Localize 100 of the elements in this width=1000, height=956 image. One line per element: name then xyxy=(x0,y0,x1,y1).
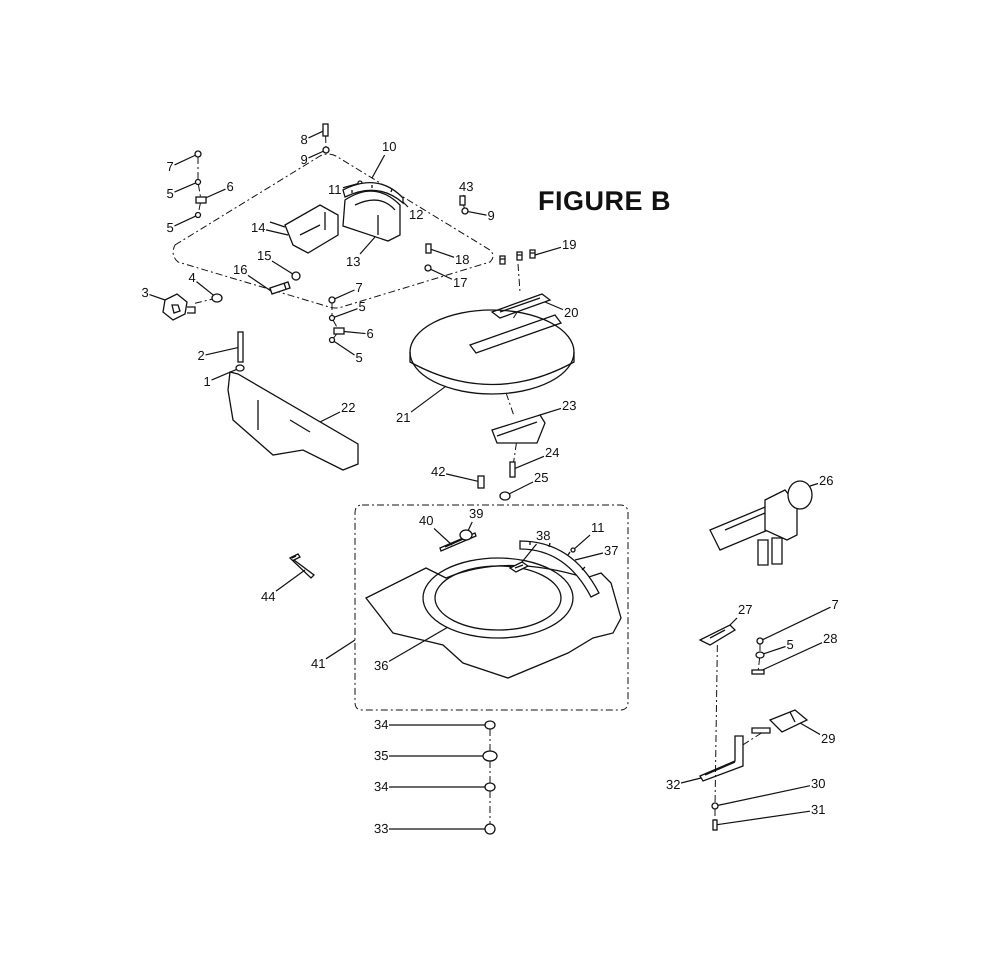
bracket xyxy=(698,624,736,646)
leader-line xyxy=(389,724,485,726)
leader-line xyxy=(360,236,376,254)
washer xyxy=(194,178,202,186)
leader-line xyxy=(320,411,340,423)
screw xyxy=(509,461,516,478)
insert-plate xyxy=(491,414,546,444)
leader-line xyxy=(762,642,822,671)
figure-title: FIGURE B xyxy=(538,186,672,217)
callout-number: 7 xyxy=(166,160,174,174)
callout-number: 26 xyxy=(819,474,834,488)
leader-line xyxy=(762,606,831,640)
leader-line xyxy=(211,368,237,381)
leader-line xyxy=(716,810,810,826)
nut xyxy=(484,823,496,835)
fence xyxy=(227,371,359,471)
callout-number: 18 xyxy=(455,253,470,267)
callout-number: 33 xyxy=(374,822,388,836)
callout-number: 21 xyxy=(396,411,410,425)
leader-line xyxy=(534,246,562,256)
callout-number: 12 xyxy=(409,208,424,222)
leader-line xyxy=(402,202,408,208)
leader-line xyxy=(334,308,358,318)
knob xyxy=(162,293,196,321)
washer xyxy=(328,314,336,322)
leader-line xyxy=(326,640,356,660)
pointer xyxy=(508,561,530,573)
washer xyxy=(711,802,719,810)
leader-line xyxy=(574,552,604,561)
callout-number: 13 xyxy=(346,255,360,269)
screw xyxy=(712,819,718,831)
bolt xyxy=(237,331,244,363)
callout-number: 5 xyxy=(786,638,794,652)
washer xyxy=(194,212,202,218)
centerline xyxy=(332,320,338,328)
callout-number: 34 xyxy=(374,780,388,794)
leader-line xyxy=(308,150,324,158)
washer xyxy=(484,782,496,792)
leader-line xyxy=(371,154,386,178)
leader-line xyxy=(446,473,478,482)
assembly-frame xyxy=(354,504,628,710)
callout-number: 43 xyxy=(459,180,474,194)
centerline xyxy=(714,808,716,820)
callout-number: 41 xyxy=(311,657,326,671)
leader-line xyxy=(680,777,702,784)
leader-line xyxy=(248,274,272,292)
centerline xyxy=(463,204,465,209)
leader-line xyxy=(388,626,448,662)
callout-number: 44 xyxy=(261,590,276,604)
leader-line xyxy=(276,570,306,592)
leader-line xyxy=(810,482,818,487)
callout-number: 7 xyxy=(832,598,839,612)
callout-number: 20 xyxy=(564,306,578,320)
screw xyxy=(756,637,764,645)
clamp xyxy=(709,480,813,566)
callout-number: 24 xyxy=(545,446,560,460)
knob xyxy=(751,709,808,734)
washer xyxy=(322,146,330,154)
centerline xyxy=(742,732,762,746)
leader-line xyxy=(344,330,366,334)
leader-line xyxy=(389,755,483,757)
callout-number: 11 xyxy=(328,183,342,197)
callout-number: 6 xyxy=(226,180,234,194)
leader-line xyxy=(468,210,487,216)
nut xyxy=(499,491,511,501)
centerline xyxy=(714,644,718,804)
leader-line xyxy=(434,528,452,546)
spring-clip xyxy=(751,669,765,675)
callout-number: 2 xyxy=(198,349,205,363)
leader-line xyxy=(800,722,820,735)
washer xyxy=(461,207,469,215)
callout-number: 42 xyxy=(431,465,446,479)
leader-line xyxy=(540,408,562,416)
leader-line xyxy=(334,289,355,300)
callout-number: 16 xyxy=(233,263,248,277)
callout-number: 37 xyxy=(604,544,618,558)
callout-number: 9 xyxy=(488,209,495,223)
callout-number: 36 xyxy=(374,659,388,673)
screws xyxy=(499,249,536,265)
leader-line xyxy=(468,522,473,531)
callout-number: 4 xyxy=(188,271,196,285)
washer xyxy=(484,720,496,730)
callout-number: 40 xyxy=(419,514,434,528)
bracket xyxy=(699,735,744,782)
washer xyxy=(755,651,765,659)
centerline xyxy=(513,442,517,462)
callout-number: 32 xyxy=(666,778,680,792)
callout-number: 38 xyxy=(536,529,550,543)
centerline xyxy=(506,392,514,416)
leader-line xyxy=(522,544,537,562)
centerline xyxy=(333,334,338,339)
leader-line xyxy=(574,534,590,550)
leader-line xyxy=(196,281,214,296)
leader-line xyxy=(206,188,226,198)
leader-line xyxy=(389,828,485,830)
leader-line xyxy=(763,646,786,654)
washer xyxy=(328,336,336,344)
centerline xyxy=(194,298,213,304)
centerline xyxy=(198,184,201,198)
callout-number: 15 xyxy=(257,249,272,263)
